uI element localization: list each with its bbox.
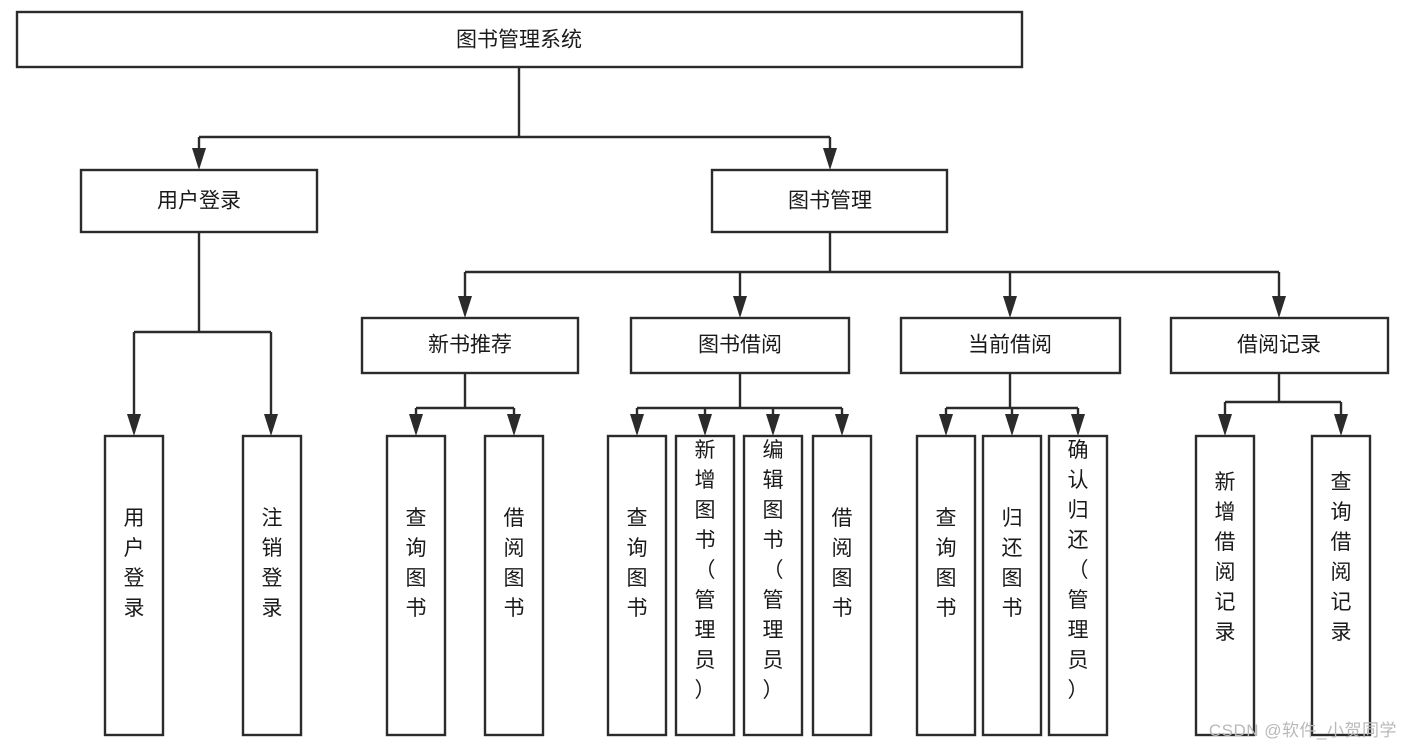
connector-group-book-borrow-to-leaves (630, 373, 849, 436)
arrowhead-user-login (192, 148, 206, 170)
leaf-return-book-label: 归还图书 (1002, 507, 1023, 620)
arrowhead-leaf-borrow-book-2 (835, 414, 849, 436)
leaf-node-borrow-book-recommend[interactable]: 借阅图书 (483, 434, 545, 737)
leaf-node-add-borrow-record[interactable]: 新增借阅记录 (1194, 434, 1256, 737)
connector-group-new-book-to-leaves (409, 373, 521, 436)
leaf-node-edit-book-admin[interactable]: 编辑图书（管理员） (742, 434, 804, 737)
connector-group-current-borrow-to-leaves (939, 373, 1085, 436)
leaf-node-query-book-borrow[interactable]: 查询图书 (606, 434, 668, 737)
arrowhead-leaf-return-book (1005, 414, 1019, 436)
leaf-query-record-box (1310, 434, 1372, 737)
leaf-confirm-return-label: 确认归还（管理员） (1068, 439, 1089, 702)
leaf-user-login-label: 用户登录 (124, 507, 145, 620)
node-new-book-recommend-box (360, 316, 580, 375)
arrowhead-leaf-query-book-1 (409, 414, 423, 436)
arrowhead-leaf-add-book (698, 414, 712, 436)
arrowhead-leaf-add-record (1218, 414, 1232, 436)
arrowhead-book-borrow (733, 296, 747, 318)
arrowhead-leaf-query-book-3 (939, 414, 953, 436)
connector-group-root-to-level2 (192, 67, 837, 170)
arrowhead-borrow-records (1272, 296, 1286, 318)
leaf-query-book-2-box (606, 434, 668, 737)
leaf-borrow-book-2-label: 借阅图书 (832, 507, 853, 620)
arrowhead-leaf-confirm-return (1071, 414, 1085, 436)
leaf-borrow-book-1-box (483, 434, 545, 737)
arrowhead-leaf-edit-book (766, 414, 780, 436)
node-borrow-records[interactable]: 借阅记录 (1169, 316, 1390, 375)
leaf-logout-box (241, 434, 303, 737)
node-book-borrow-label: 图书借阅 (698, 334, 782, 357)
leaf-add-book-box (674, 434, 736, 737)
node-user-login-label: 用户登录 (157, 190, 241, 213)
leaf-edit-book-box (742, 434, 804, 737)
leaf-borrow-book-2-box (811, 434, 873, 737)
node-borrow-records-box (1169, 316, 1390, 375)
node-new-book-recommend-label: 新书推荐 (428, 334, 512, 357)
leaf-return-book-box (981, 434, 1043, 737)
leaf-node-query-book-current[interactable]: 查询图书 (915, 434, 977, 737)
leaf-node-query-borrow-record[interactable]: 查询借阅记录 (1310, 434, 1372, 737)
node-current-borrow-label: 当前借阅 (968, 334, 1052, 357)
node-root-box (15, 10, 1024, 69)
node-current-borrow-box (899, 316, 1122, 375)
arrowhead-leaf-user-login (127, 414, 141, 436)
leaf-logout-label: 注销登录 (262, 507, 283, 620)
leaf-node-query-book-recommend[interactable]: 查询图书 (385, 434, 447, 737)
connector-group-user-login-to-leaves (127, 232, 278, 436)
node-user-login-box (79, 168, 319, 234)
leaf-confirm-return-box (1047, 434, 1109, 737)
leaf-node-add-book-admin[interactable]: 新增图书（管理员） (674, 434, 736, 737)
arrowhead-leaf-logout (264, 414, 278, 436)
arrowhead-leaf-borrow-book-1 (507, 414, 521, 436)
arrowhead-current-borrow (1003, 296, 1017, 318)
leaf-query-book-2-label: 查询图书 (627, 507, 648, 620)
leaf-edit-book-label: 编辑图书（管理员） (763, 439, 784, 702)
node-current-borrow[interactable]: 当前借阅 (899, 316, 1122, 375)
node-book-borrow[interactable]: 图书借阅 (629, 316, 851, 375)
leaf-node-return-book[interactable]: 归还图书 (981, 434, 1043, 737)
node-root-library-system[interactable]: 图书管理系统 (15, 10, 1024, 69)
leaf-user-login-box (103, 434, 165, 737)
node-book-management[interactable]: 图书管理 (710, 168, 949, 234)
arrowhead-leaf-query-record (1334, 414, 1348, 436)
node-book-borrow-box (629, 316, 851, 375)
arrowhead-leaf-query-book-2 (630, 414, 644, 436)
leaf-node-confirm-return-admin[interactable]: 确认归还（管理员） (1047, 434, 1109, 737)
leaf-add-record-label: 新增借阅记录 (1215, 471, 1236, 644)
leaf-add-record-box (1194, 434, 1256, 737)
leaf-query-book-1-label: 查询图书 (406, 507, 427, 620)
connector-group-book-mgmt-to-level3 (458, 232, 1286, 318)
leaf-query-book-1-box (385, 434, 447, 737)
leaf-query-record-label: 查询借阅记录 (1331, 471, 1352, 644)
node-user-login[interactable]: 用户登录 (79, 168, 319, 234)
leaf-borrow-book-1-label: 借阅图书 (504, 507, 525, 620)
connector-group-borrow-records-to-leaves (1218, 373, 1348, 436)
node-book-management-box (710, 168, 949, 234)
arrowhead-book-mgmt (823, 148, 837, 170)
node-borrow-records-label: 借阅记录 (1237, 334, 1321, 357)
arrowhead-new-book-recommend (458, 296, 472, 318)
node-book-management-label: 图书管理 (788, 190, 872, 213)
node-root-label: 图书管理系统 (456, 29, 582, 52)
leaf-query-book-3-label: 查询图书 (936, 507, 957, 620)
leaf-node-user-login[interactable]: 用户登录 (103, 434, 165, 737)
leaf-add-book-label: 新增图书（管理员） (695, 439, 716, 702)
node-new-book-recommend[interactable]: 新书推荐 (360, 316, 580, 375)
leaf-node-borrow-book[interactable]: 借阅图书 (811, 434, 873, 737)
leaf-query-book-3-box (915, 434, 977, 737)
leaf-node-logout[interactable]: 注销登录 (241, 434, 303, 737)
